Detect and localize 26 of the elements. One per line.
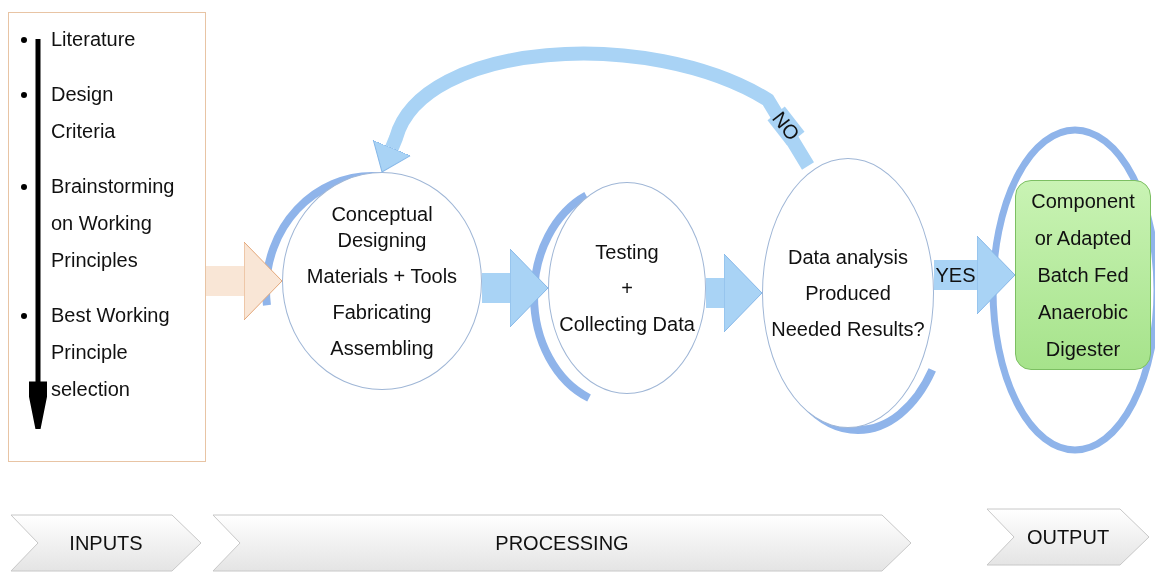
chevron-banner [986, 508, 1150, 566]
output-text: Component or Adapted Batch Fed Anaerobic Digester [1030, 188, 1136, 362]
list-item: Brainstorming on Working Principles [51, 174, 176, 273]
step-text: Fabricating [331, 300, 433, 325]
stage-label: INPUTS [69, 531, 143, 556]
step-text: Produced [804, 281, 892, 306]
inputs-box [8, 12, 206, 462]
step-text: Assembling [329, 336, 435, 361]
chevron-banner [212, 514, 912, 572]
step-text: Data analysis [786, 245, 910, 270]
step-text: Needed Results? [770, 317, 926, 342]
output-box [1015, 180, 1151, 370]
list-item: Best Working Principle selection [51, 303, 171, 402]
stage-label: OUTPUT [1026, 525, 1110, 550]
step-text: Materials + Tools [305, 264, 459, 289]
list-item: Design Criteria [51, 82, 117, 144]
step-text: Testing [594, 240, 660, 265]
step-text: + [620, 276, 634, 301]
step-text: Collecting Data [558, 312, 696, 337]
step-text: Conceptual Designing [330, 202, 434, 253]
block-arrow [706, 253, 763, 333]
list-item: Literature [51, 27, 137, 52]
stage-label: PROCESSING [495, 531, 629, 556]
block-arrow [206, 241, 283, 321]
block-arrow [482, 248, 549, 328]
chevron-banner [10, 514, 202, 572]
